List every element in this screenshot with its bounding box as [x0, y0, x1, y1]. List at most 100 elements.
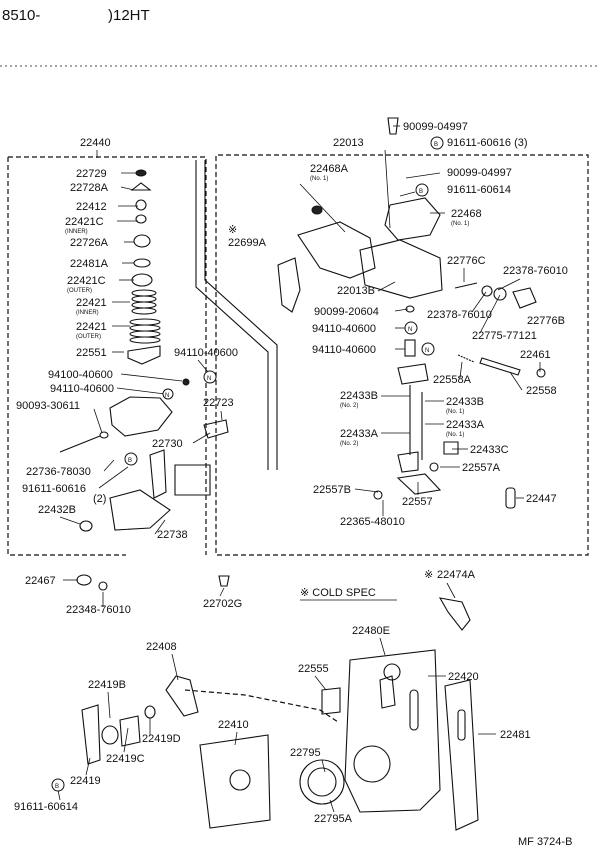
part-22468[interactable]: 22468 — [451, 208, 482, 220]
part-91611-60614-a[interactable]: 91611-60614 — [447, 184, 511, 196]
part-94110-40600-a[interactable]: 94110-40600 — [174, 347, 238, 359]
bottom-leaders — [57, 637, 496, 813]
part-22440[interactable]: 22440 — [80, 137, 111, 149]
part-91611-60614-b[interactable]: 91611-60614 — [14, 801, 78, 813]
part-22723[interactable]: 22723 — [203, 397, 234, 409]
part-22726A[interactable]: 22726A — [70, 237, 109, 249]
part-22557[interactable]: 22557 — [402, 496, 433, 508]
part-22468A[interactable]: 22468A — [310, 163, 349, 175]
part-22558[interactable]: 22558 — [526, 385, 557, 397]
part-94110-40600-b[interactable]: 94110-40600 — [50, 383, 114, 395]
part-22433A-no2[interactable]: 22433A — [340, 428, 379, 440]
part-90093-30611[interactable]: 90093-30611 — [16, 400, 80, 412]
part-22378-76010-a[interactable]: 22378-76010 — [503, 265, 568, 277]
part-22433B-no2[interactable]: 22433B — [340, 390, 378, 402]
part-22378-76010-b[interactable]: 22378-76010 — [427, 309, 492, 321]
part-22433C[interactable]: 22433C — [470, 444, 509, 456]
note-no1-a: (No. 1) — [310, 176, 328, 182]
part-22481[interactable]: 22481 — [500, 729, 531, 741]
governor-group-box — [7, 156, 207, 556]
part-90099-04997-b[interactable]: 90099-04997 — [447, 167, 512, 179]
note-inner-1: (INNER) — [65, 229, 88, 235]
left-leaders — [59, 172, 225, 607]
part-22467[interactable]: 22467 — [25, 575, 56, 587]
part-22699A[interactable]: 22699A — [228, 237, 267, 249]
bottom-parts: B — [51, 649, 479, 831]
part-22013[interactable]: 22013 — [333, 137, 364, 149]
bolt-circle-c — [415, 183, 429, 197]
part-22555[interactable]: 22555 — [298, 663, 329, 675]
part-22728A[interactable]: 22728A — [70, 182, 109, 194]
part-22408[interactable]: 22408 — [146, 641, 177, 653]
part-22410[interactable]: 22410 — [218, 719, 249, 731]
part-22551[interactable]: 22551 — [76, 347, 107, 359]
part-22419C[interactable]: 22419C — [106, 753, 145, 765]
part-22365-48010[interactable]: 22365-48010 — [340, 516, 405, 528]
bolt-mark-d: B — [55, 784, 59, 790]
note-inner-2: (INNER) — [76, 310, 99, 316]
bolt-mark-b: B — [434, 142, 438, 148]
part-22419[interactable]: 22419 — [70, 775, 101, 787]
right-leaders — [299, 125, 541, 599]
figure-reference: MF 3724-B — [518, 836, 572, 848]
part-22558A[interactable]: 22558A — [433, 374, 472, 386]
part-22348-76010[interactable]: 22348-76010 — [66, 604, 131, 616]
part-22419D[interactable]: 22419D — [142, 733, 181, 745]
note-no1-d: (No. 1) — [446, 432, 464, 438]
part-22729[interactable]: 22729 — [76, 168, 107, 180]
part-22776C[interactable]: 22776C — [447, 255, 486, 267]
left-stack-parts — [59, 160, 278, 591]
part-22795A[interactable]: 22795A — [314, 813, 353, 825]
part-22481A[interactable]: 22481A — [70, 258, 109, 270]
part-22420[interactable]: 22420 — [448, 671, 479, 683]
part-22421-inner[interactable]: 22421 — [76, 297, 107, 309]
part-22013B[interactable]: 22013B — [337, 285, 375, 297]
part-22557B[interactable]: 22557B — [313, 484, 351, 496]
left-callout-marks: N N B — [124, 370, 217, 466]
part-94110-40600-d[interactable]: 94110-40600 — [312, 344, 376, 356]
part-22730[interactable]: 22730 — [152, 438, 183, 450]
part-22557A[interactable]: 22557A — [462, 462, 501, 474]
part-90099-04997-a[interactable]: 90099-04997 — [403, 121, 468, 133]
part-22433A-no1[interactable]: 22433A — [446, 419, 485, 431]
part-22738[interactable]: 22738 — [157, 529, 188, 541]
cold-mark-22699A: ※ — [228, 224, 237, 236]
part-22432B[interactable]: 22432B — [38, 504, 76, 516]
nut-mark-d: N — [425, 348, 429, 354]
bolt-circle-b — [430, 136, 444, 150]
part-91611-60616-3[interactable]: 91611-60616 (3) — [447, 137, 528, 149]
part-22412[interactable]: 22412 — [76, 201, 107, 213]
part-22461[interactable]: 22461 — [520, 349, 551, 361]
part-22795[interactable]: 22795 — [290, 747, 321, 759]
part-22776B[interactable]: 22776B — [527, 315, 565, 327]
note-outer-1: (OUTER) — [67, 288, 92, 294]
part-94110-40600-c[interactable]: 94110-40600 — [312, 323, 376, 335]
part-94100-40600[interactable]: 94100-40600 — [48, 369, 113, 381]
part-22421C-outer[interactable]: 22421C — [67, 275, 106, 287]
part-22421C-inner[interactable]: 22421C — [65, 216, 104, 228]
nut-mark-b: N — [165, 393, 169, 399]
part-22736-78030[interactable]: 22736-78030 — [26, 466, 91, 478]
part-22702G[interactable]: 22702G — [203, 598, 242, 610]
right-cover-parts: N N — [277, 117, 546, 631]
note-no1-b: (No. 1) — [451, 221, 469, 227]
bolt-mark-a: B — [128, 458, 132, 464]
bolt-mark-c: B — [419, 189, 423, 195]
part-22480E[interactable]: 22480E — [352, 625, 390, 637]
catalog-code-left: 8510- — [2, 7, 40, 24]
cold-spec-legend: ※ COLD SPEC — [300, 587, 376, 599]
part-22419B[interactable]: 22419B — [88, 679, 126, 691]
part-22447[interactable]: 22447 — [526, 493, 557, 505]
part-91611-60616[interactable]: 91611-60616 — [22, 483, 86, 495]
part-22775-77121[interactable]: 22775-77121 — [472, 330, 537, 342]
note-outer-2: (OUTER) — [76, 334, 101, 340]
note-no2-b: (No. 2) — [340, 441, 358, 447]
part-22421-outer[interactable]: 22421 — [76, 321, 107, 333]
part-90099-20604[interactable]: 90099-20604 — [314, 306, 379, 318]
catalog-code-right: )12HT — [108, 7, 150, 24]
note-no1-c: (No. 1) — [446, 409, 464, 415]
nut-mark-c: N — [408, 327, 412, 333]
part-22474A[interactable]: 22474A — [437, 569, 476, 581]
part-22433B-no1[interactable]: 22433B — [446, 396, 484, 408]
